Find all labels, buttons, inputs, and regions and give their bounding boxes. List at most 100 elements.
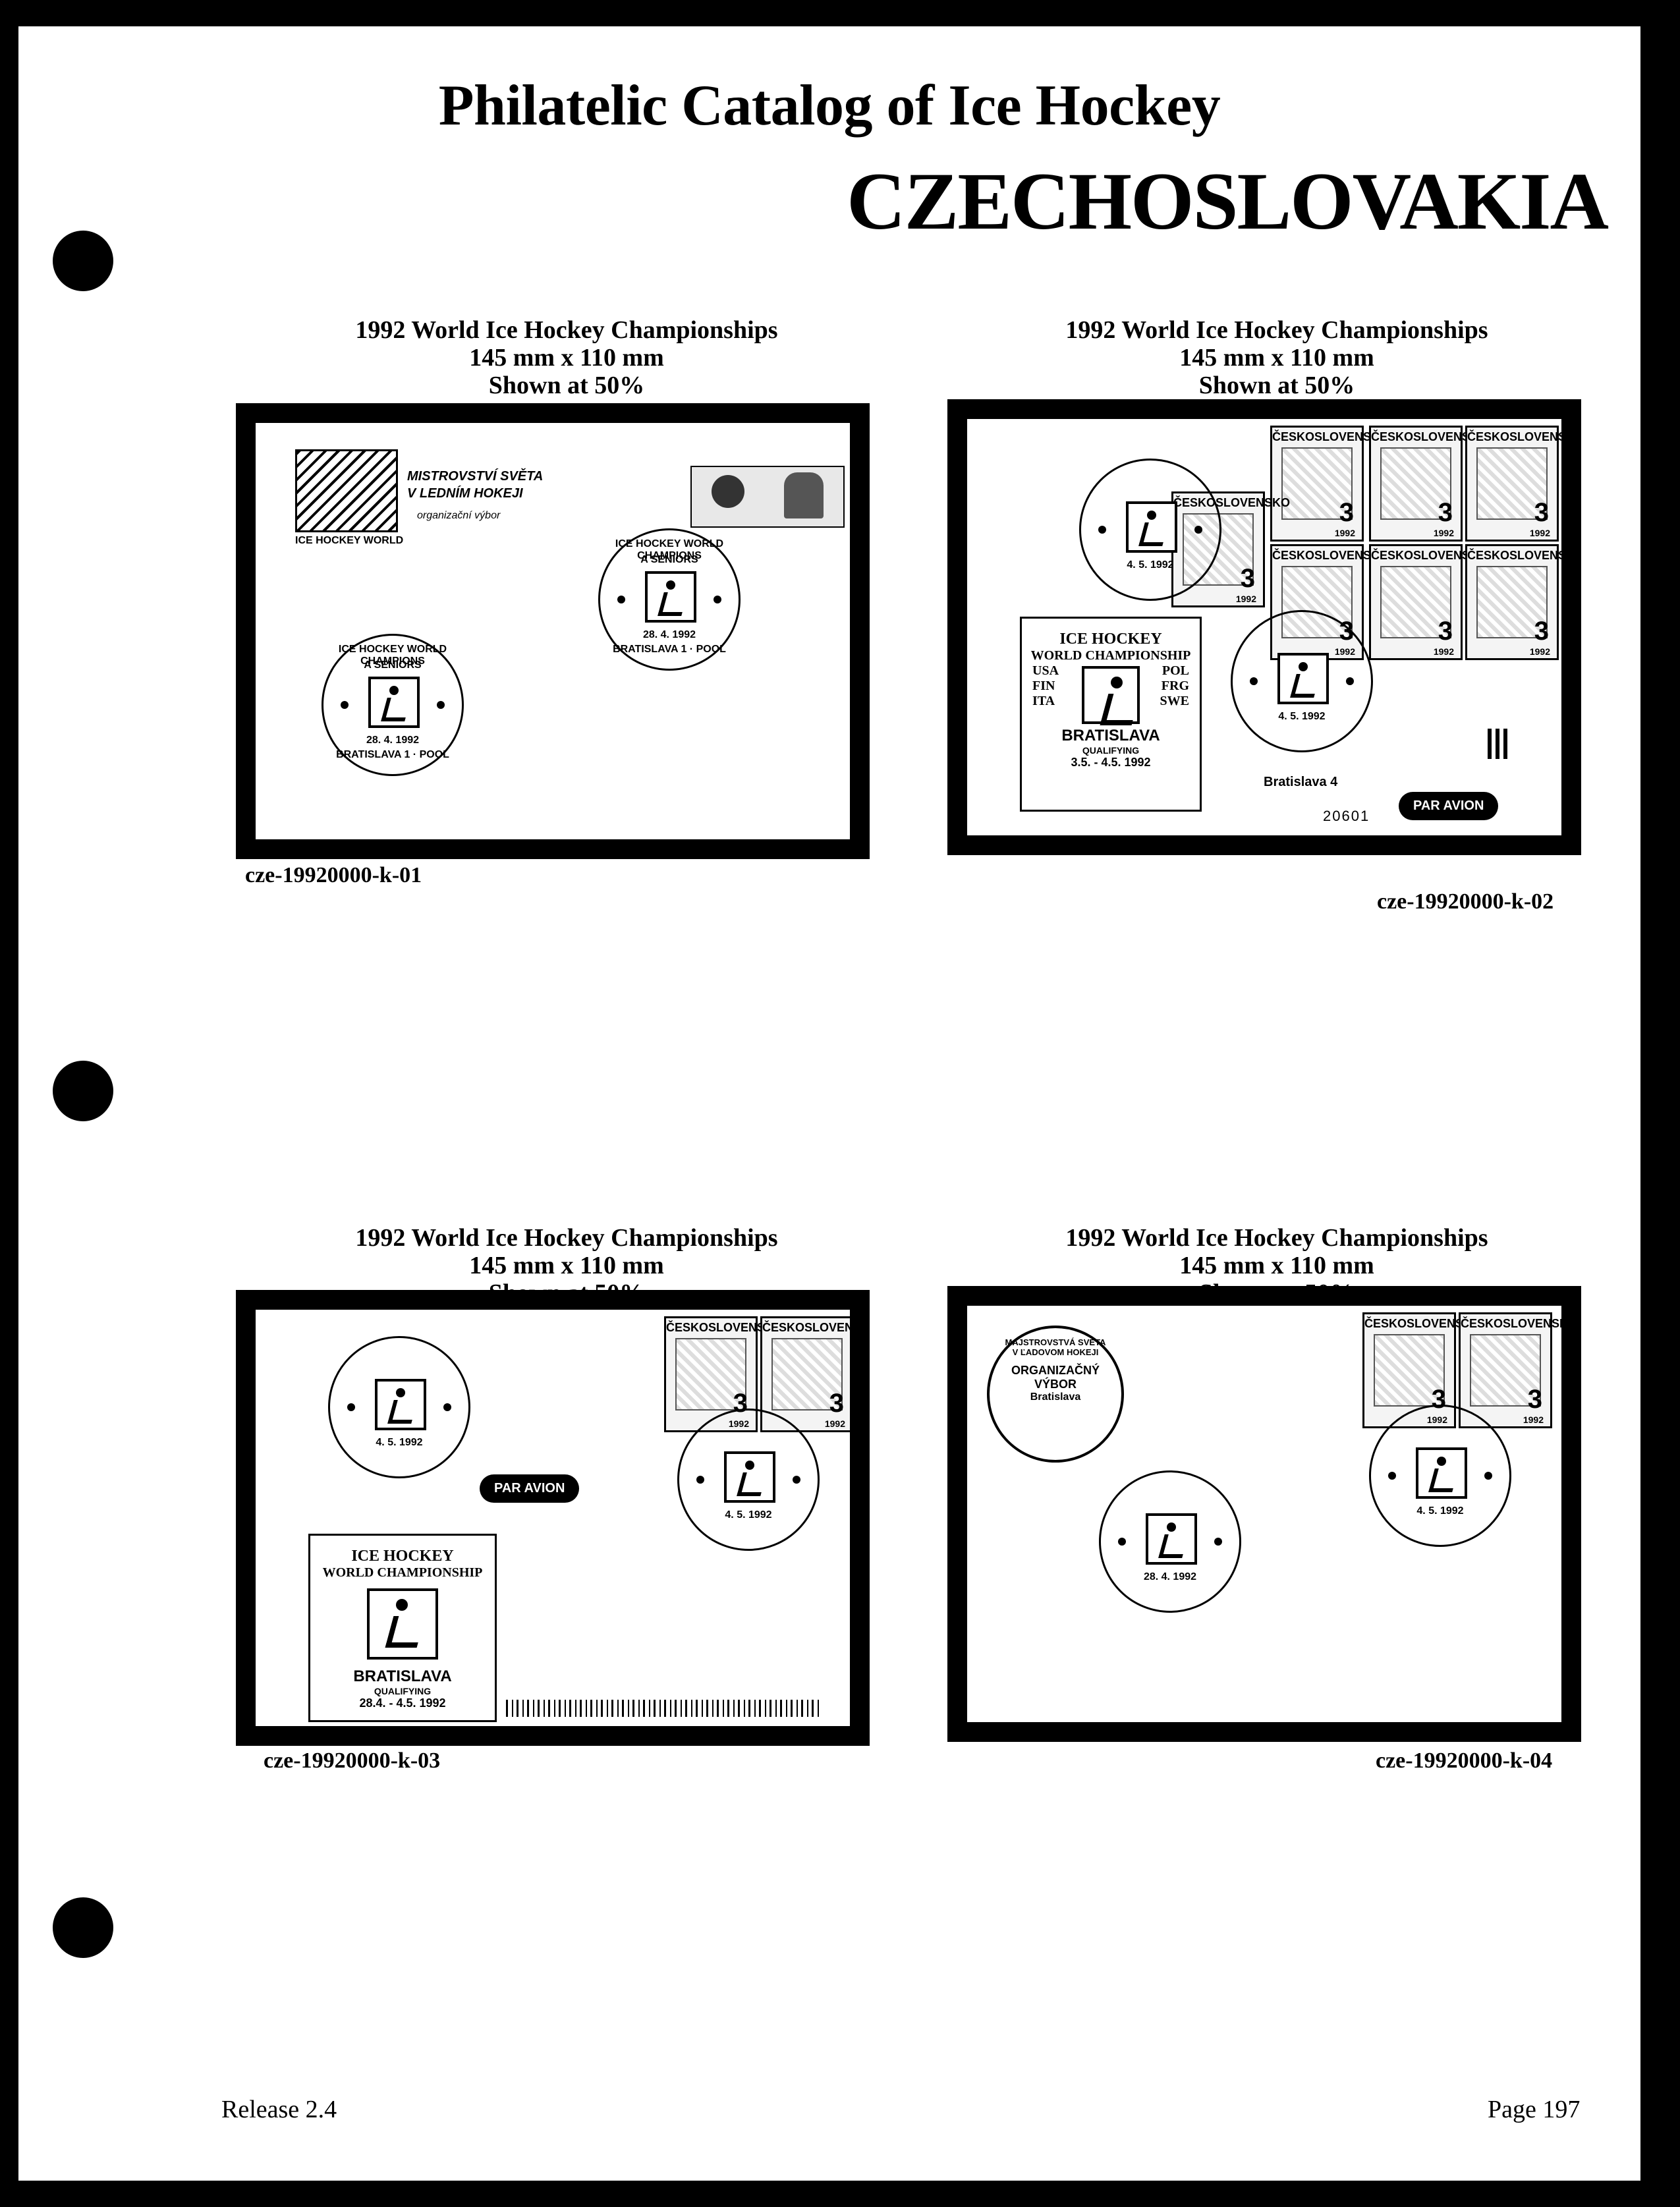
stamp-country: ČESKOSLOVENSKO	[1371, 549, 1488, 562]
cover-frame-1: ICE HOCKEY WORLD MISTROVSTVÍ SVĚTA V LED…	[236, 403, 870, 859]
cachet-logo-text: ICE HOCKEY WORLD	[295, 535, 404, 546]
postmark-dot	[1484, 1472, 1492, 1480]
stamp-year: 1992	[1433, 646, 1454, 657]
stamp-value: 3	[1339, 498, 1354, 527]
org-ring-text: MAJSTROVSTVÁ SVETA V ĽADOVOM HOKEJI	[1005, 1337, 1106, 1357]
hockey-pictogram-icon	[375, 1379, 426, 1430]
postal-barcode	[506, 1700, 822, 1717]
hockey-player-icon	[1380, 566, 1451, 638]
caption-size: 145 mm x 110 mm	[1179, 1252, 1374, 1279]
postmark-dot	[696, 1476, 704, 1484]
cachet-title: ICE HOCKEY	[351, 1548, 454, 1565]
postmark-2a: 4. 5. 1992	[1079, 459, 1221, 601]
catalog-item-2: 1992 World Ice Hockey Championships 145 …	[961, 316, 1593, 399]
caption-scale: Shown at 50%	[488, 372, 645, 399]
cachet-round: QUALIFYING	[1082, 745, 1140, 756]
stamp-country: ČESKOSLOVENSKO	[762, 1321, 850, 1334]
hockey-pictogram-icon	[367, 1588, 438, 1660]
stamp-country: ČESKOSLOVENSKO	[1371, 430, 1488, 443]
stamp-year: 1992	[1523, 1414, 1544, 1425]
hockey-player-icon	[1476, 566, 1548, 638]
cachet-line-3: organizační výbor	[417, 510, 501, 521]
stamp-year: 1992	[1433, 528, 1454, 538]
postmark-dot	[443, 1403, 451, 1411]
cachet-title: ICE HOCKEY	[1059, 630, 1162, 648]
airmail-label: PAR AVION	[1399, 792, 1499, 820]
stamp-value: 3	[829, 1389, 844, 1418]
cachet-city: BRATISLAVA	[1061, 727, 1160, 744]
postmark-text-mid: A SENIORS	[640, 554, 698, 565]
hockey-pictogram-icon	[368, 677, 420, 728]
postmark-2b: 4. 5. 1992	[1231, 610, 1373, 752]
binder-hole-bottom	[53, 1897, 113, 1958]
hockey-pictogram-icon	[1126, 501, 1177, 553]
caption-size: 145 mm x 110 mm	[469, 1252, 664, 1279]
stamp-year: 1992	[1235, 594, 1256, 604]
cachet-line-1: MISTROVSTVÍ SVĚTA	[407, 469, 544, 484]
stamp-country: ČESKOSLOVENSKO	[666, 1321, 783, 1334]
postmark-dot	[793, 1476, 800, 1484]
cachet-round: QUALIFYING	[374, 1686, 432, 1696]
postmark-date: 4. 5. 1992	[376, 1437, 423, 1448]
postage-imprint	[690, 466, 845, 528]
post-office-name: Bratislava 4	[1264, 775, 1338, 789]
postmark-1a: ICE HOCKEY WORLD CHAMPIONS A SENIORS 28.…	[598, 528, 741, 671]
org-line-3: Bratislava	[1030, 1391, 1081, 1403]
cachet-dates: 28.4. - 4.5. 1992	[359, 1696, 446, 1710]
binder-hole-top	[53, 231, 113, 291]
cachet-teams: USA FIN ITA POL FRG SWE	[1022, 663, 1200, 727]
cachet-line-2: V LEDNÍM HOKEJI	[407, 486, 523, 501]
event-cachet-3: ICE HOCKEY WORLD CHAMPIONSHIP BRATISLAVA…	[308, 1534, 497, 1722]
postmark-date: 4. 5. 1992	[725, 1509, 772, 1521]
organizing-committee-cachet: MAJSTROVSTVÁ SVETA V ĽADOVOM HOKEJI ORGA…	[987, 1326, 1124, 1463]
hockey-player-icon	[1476, 447, 1548, 520]
cover-card-1: ICE HOCKEY WORLD MISTROVSTVÍ SVĚTA V LED…	[256, 423, 850, 839]
postmark-1b: ICE HOCKEY WORLD CHAMPIONS A SENIORS 28.…	[322, 634, 464, 776]
postmark-text-bottom: BRATISLAVA 1 · POOL	[336, 749, 449, 760]
airmail-label: PAR AVION	[480, 1474, 580, 1503]
item-code-4: cze-19920000-k-04	[1376, 1748, 1553, 1773]
postmark-dot	[1346, 677, 1354, 685]
item-code-1: cze-19920000-k-01	[245, 863, 422, 887]
postmark-3b: 4. 5. 1992	[677, 1409, 820, 1551]
postmark-text-top: ICE HOCKEY WORLD CHAMPIONS	[615, 538, 724, 561]
item-caption: 1992 World Ice Hockey Championships 145 …	[961, 316, 1593, 399]
caption-title: 1992 World Ice Hockey Championships	[355, 316, 778, 344]
postmark-dot	[1194, 526, 1202, 534]
hockey-player-icon	[784, 472, 824, 518]
hockey-player-icon	[1281, 447, 1353, 520]
caption-title: 1992 World Ice Hockey Championships	[1065, 316, 1488, 344]
hockey-pictogram-icon	[1416, 1447, 1467, 1499]
stamp-value: 3	[1438, 617, 1453, 646]
stamp-country: ČESKOSLOVENSKO	[1272, 430, 1389, 443]
stamp-value: 3	[1534, 617, 1549, 646]
postmark-4a: 28. 4. 1992	[1099, 1470, 1241, 1613]
postmark-text-bottom: BRATISLAVA 1 · POOL	[613, 644, 726, 655]
postmark-date: 4. 5. 1992	[1127, 559, 1174, 571]
hockey-pictogram-icon	[724, 1451, 775, 1503]
postmark-dot	[347, 1403, 355, 1411]
caption-scale: Shown at 50%	[1198, 372, 1355, 399]
postmark-dot	[1214, 1538, 1222, 1546]
catalog-page: Philatelic Catalog of Ice Hockey CZECHOS…	[18, 26, 1640, 2181]
postmark-date: 4. 5. 1992	[1416, 1505, 1464, 1517]
postmark-3a: 4. 5. 1992	[328, 1336, 470, 1478]
stamp-year: 1992	[1529, 646, 1550, 657]
hockey-player-icon	[1380, 447, 1451, 520]
postmark-dot	[1388, 1472, 1396, 1480]
postmark-text-top: ICE HOCKEY WORLD CHAMPIONS	[338, 644, 447, 667]
hockey-helmet-icon	[712, 475, 744, 508]
post-office-number: 20601	[1323, 808, 1370, 824]
org-line-1: ORGANIZAČNÝ	[1011, 1364, 1100, 1377]
postmark-dot	[617, 596, 625, 603]
hockey-player-icon	[1470, 1334, 1541, 1407]
item-caption: 1992 World Ice Hockey Championships 145 …	[250, 316, 883, 399]
